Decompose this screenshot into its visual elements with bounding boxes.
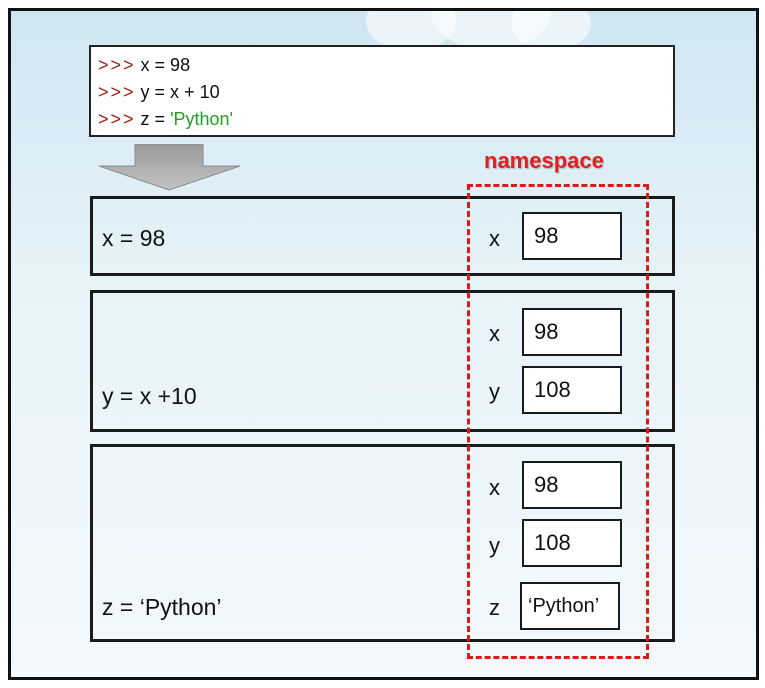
variable-name: x xyxy=(489,226,500,251)
code-text: y = x + 10 xyxy=(135,82,220,102)
string-literal: 'Python' xyxy=(170,109,233,129)
prompt: >>> xyxy=(98,55,136,75)
code-text: z = xyxy=(135,109,171,129)
namespace-region xyxy=(467,184,649,659)
statement: x = 98 xyxy=(102,225,166,251)
variable-name: x xyxy=(489,475,500,500)
variable-name: y xyxy=(489,379,500,404)
prompt: >>> xyxy=(98,109,136,129)
code-text: x = 98 xyxy=(135,55,191,75)
statement: z = ‘Python’ xyxy=(102,594,222,620)
variable-value-box: 108 xyxy=(522,519,622,567)
step-panel xyxy=(90,290,675,432)
variable-value-box: 98 xyxy=(522,212,622,260)
variable-value-box: 98 xyxy=(522,308,622,356)
variable-value-box: 98 xyxy=(522,461,622,509)
namespace-label: namespace xyxy=(484,148,604,173)
statement: y = x +10 xyxy=(102,383,197,409)
step-panel xyxy=(90,444,675,642)
code-line: >>> y = x + 10 xyxy=(98,79,673,106)
variable-name: x xyxy=(489,321,500,346)
code-line: >>> x = 98 xyxy=(98,52,673,79)
variable-name: y xyxy=(489,533,500,558)
prompt: >>> xyxy=(98,82,136,102)
variable-name: z xyxy=(489,595,500,620)
down-arrow-icon xyxy=(99,144,241,191)
step-panel xyxy=(90,196,675,276)
variable-value-box: 108 xyxy=(522,366,622,414)
code-line: >>> z = 'Python' xyxy=(98,106,673,133)
interpreter-session: >>> x = 98 >>> y = x + 10 >>> z = 'Pytho… xyxy=(89,45,675,137)
variable-value-box: ‘Python’ xyxy=(520,582,620,630)
